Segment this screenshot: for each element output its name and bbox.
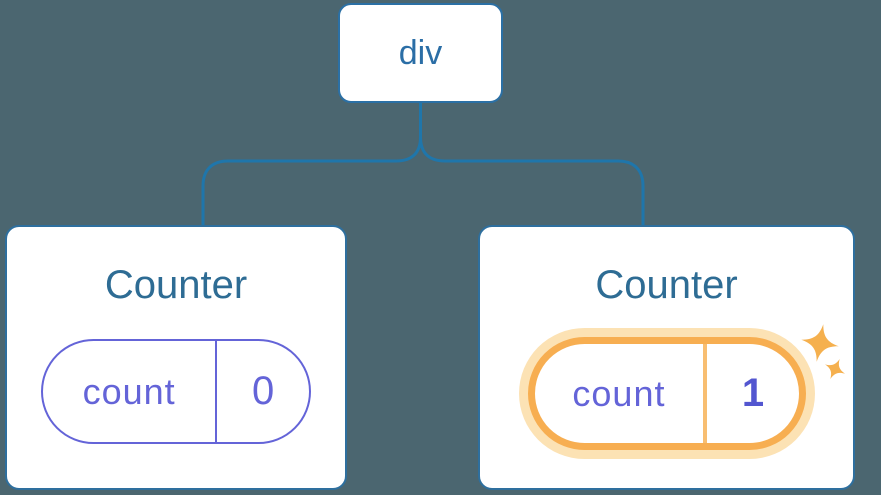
counter-card-right: Counter count 1	[478, 225, 855, 490]
state-key: count	[535, 344, 708, 443]
state-pill: count 0	[41, 339, 311, 444]
state-key: count	[43, 341, 218, 442]
state-value: 0	[251, 369, 275, 413]
state-pill-highlighted: count 1	[527, 337, 806, 450]
counter-card-left: Counter count 0	[5, 225, 347, 490]
sparkle-small-icon	[825, 359, 845, 379]
root-node-label: div	[398, 33, 443, 72]
card-title: Counter	[104, 263, 248, 307]
connector-branch-left	[201, 135, 422, 228]
state-value: 1	[741, 371, 765, 415]
sparkle-large-icon	[801, 324, 839, 362]
card-title: Counter	[595, 263, 738, 307]
connector-branch-right	[419, 135, 645, 228]
root-node-div: div	[338, 3, 503, 103]
